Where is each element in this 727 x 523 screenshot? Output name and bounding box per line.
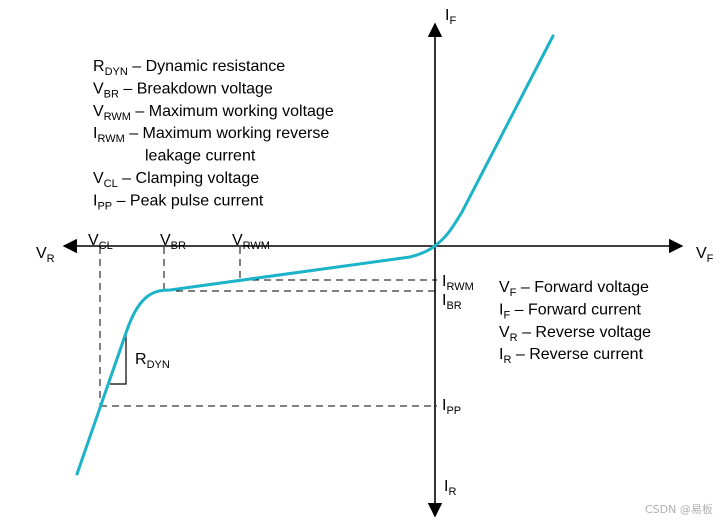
legend-item: RDYN – Dynamic resistance: [93, 58, 285, 78]
legend-item: IRWM – Maximum working reverse: [93, 125, 329, 145]
vrwm-marker-label: VRWM: [232, 232, 270, 252]
ibr-marker-label: IBR: [442, 292, 462, 312]
ipp-marker-label: IPP: [442, 397, 461, 417]
vbr-marker-label: VBR: [160, 232, 186, 252]
ir-axis-label: IR: [444, 478, 456, 498]
legend-item: IR – Reverse current: [499, 346, 644, 366]
legend-item: VRWM – Maximum working voltage: [93, 103, 334, 123]
legend-item: VF – Forward voltage: [499, 279, 649, 299]
iv-curve: [75, 34, 555, 476]
rdyn-label: RDYN: [135, 351, 170, 371]
legend-item: IF – Forward current: [499, 301, 641, 321]
guide-lines: [99, 247, 437, 407]
rdyn-slope-marker: [110, 330, 127, 385]
legend-item: VBR – Breakdown voltage: [93, 80, 273, 100]
vcl-marker-label: VCL: [88, 232, 113, 252]
legend-item: VCL – Clamping voltage: [93, 170, 259, 190]
if-axis-label: IF: [445, 7, 456, 27]
irwm-marker-label: IRWM: [442, 273, 474, 293]
legend-item: leakage current: [145, 148, 256, 165]
watermark: CSDN @易板: [645, 502, 713, 516]
vf-axis-label: VF: [696, 245, 714, 265]
legend-item: VR – Reverse voltage: [499, 324, 651, 344]
legend-item: IPP – Peak pulse current: [93, 192, 264, 212]
vr-axis-label: VR: [36, 245, 55, 265]
